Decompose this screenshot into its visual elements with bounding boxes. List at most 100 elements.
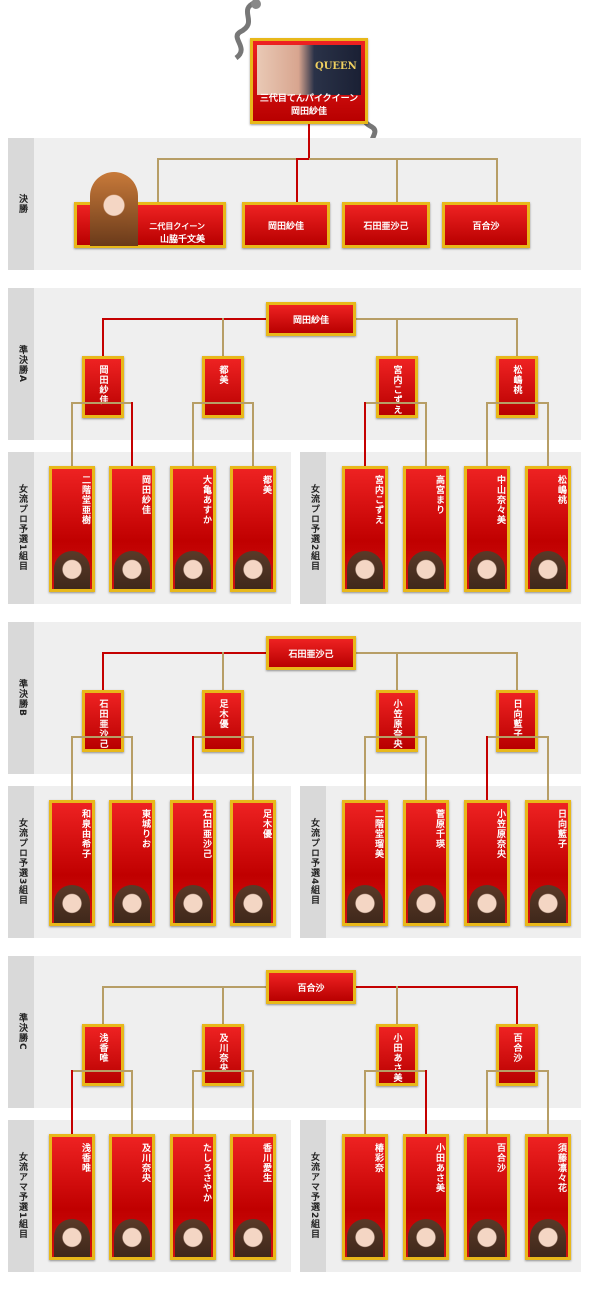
group-winner-card[interactable]: 岡田紗佳 [82, 356, 124, 418]
player-photo [175, 885, 211, 923]
player-photo [235, 1219, 271, 1257]
group-winner-card[interactable]: 浅香唯 [82, 1024, 124, 1086]
player-name: 都美 [261, 475, 271, 495]
player-photo [347, 551, 383, 589]
group-winner-card[interactable]: 小笠原奈央 [376, 690, 418, 752]
player-photo [408, 1219, 444, 1257]
champion-photo [257, 45, 361, 95]
player-card[interactable]: 東城りお [109, 800, 155, 926]
player-photo [530, 1219, 566, 1257]
group-label-cell: 女流アマ予選1組目 [8, 1120, 34, 1272]
group-label: 女流アマ予選2組目 [308, 1152, 319, 1240]
final-player-photo [90, 172, 138, 246]
player-photo [530, 551, 566, 589]
player-card[interactable]: 岡田紗佳 [109, 466, 155, 592]
player-card[interactable]: たしろさやか [170, 1134, 216, 1260]
player-card[interactable]: 高宮まり [403, 466, 449, 592]
final-player-title: 二代目クイーン [149, 222, 205, 231]
player-card[interactable]: 中山奈々美 [464, 466, 510, 592]
final-player-name: 岡田紗佳 [267, 221, 304, 232]
player-name: 小笠原奈央 [495, 809, 505, 859]
player-name: 二階堂瑠美 [373, 809, 383, 859]
semifinal-label-cell: 準決勝C [8, 956, 34, 1108]
final-player-name: 石田亜沙己 [363, 221, 409, 232]
group-label-cell: 女流プロ予選2組目 [300, 452, 326, 604]
player-card[interactable]: 二階堂亜樹 [49, 466, 95, 592]
champion-card[interactable]: QUEEN 三代目てんパイクイーン 岡田紗佳 [250, 38, 368, 124]
player-card[interactable]: 石田亜沙己 [170, 800, 216, 926]
player-name: 足木優 [261, 809, 271, 839]
player-card[interactable]: 二階堂瑠美 [342, 800, 388, 926]
player-photo [175, 1219, 211, 1257]
player-card[interactable]: 浅香唯 [49, 1134, 95, 1260]
champion-title: 三代目てんパイクイーン [259, 94, 359, 104]
player-photo [114, 885, 150, 923]
player-name: 小田あさ美 [434, 1143, 444, 1193]
semifinal-winner-card[interactable]: 百合沙 [266, 970, 356, 1004]
group-label-cell: 女流プロ予選4組目 [300, 786, 326, 938]
group-label: 女流アマ予選1組目 [16, 1152, 27, 1240]
group-label: 女流プロ予選4組目 [308, 818, 319, 906]
group-winner-card[interactable]: 日向藍子 [496, 690, 538, 752]
player-photo [347, 885, 383, 923]
player-name: 菅原千瑛 [434, 809, 444, 849]
group-winner-card[interactable]: 及川奈央 [202, 1024, 244, 1086]
group-winner-card[interactable]: 都美 [202, 356, 244, 418]
player-name: 中山奈々美 [495, 475, 505, 525]
player-card[interactable]: 小笠原奈央 [464, 800, 510, 926]
player-card[interactable]: 須藤凛々花 [525, 1134, 571, 1260]
player-name: 宮内こずえ [373, 475, 383, 525]
group-winner-card[interactable]: 足木優 [202, 690, 244, 752]
player-card[interactable]: 百合沙 [464, 1134, 510, 1260]
group-winner-card[interactable]: 宮内こずえ [376, 356, 418, 418]
group-winner-card[interactable]: 石田亜沙己 [82, 690, 124, 752]
player-photo [347, 1219, 383, 1257]
player-photo [54, 885, 90, 923]
player-card[interactable]: 菅原千瑛 [403, 800, 449, 926]
semifinal-winner-card[interactable]: 岡田紗佳 [266, 302, 356, 336]
player-card[interactable]: 大亀あすか [170, 466, 216, 592]
player-card[interactable]: 及川奈央 [109, 1134, 155, 1260]
player-name: 石田亜沙己 [201, 809, 211, 859]
player-name: 浅香唯 [80, 1143, 90, 1173]
player-card[interactable]: 都美 [230, 466, 276, 592]
group-winner-card[interactable]: 百合沙 [496, 1024, 538, 1086]
final-player-card[interactable]: 百合沙 [442, 202, 530, 248]
final-player-card[interactable]: 岡田紗佳 [242, 202, 330, 248]
player-card[interactable]: 椿彩奈 [342, 1134, 388, 1260]
player-card[interactable]: 和泉由希子 [49, 800, 95, 926]
player-name: 岡田紗佳 [140, 475, 150, 515]
player-photo [175, 551, 211, 589]
group-winner-card[interactable]: 小田あさ美 [376, 1024, 418, 1086]
player-card[interactable]: 日向藍子 [525, 800, 571, 926]
player-photo [54, 1219, 90, 1257]
player-card[interactable]: 宮内こずえ [342, 466, 388, 592]
player-card[interactable]: 小田あさ美 [403, 1134, 449, 1260]
semifinal-winner-card[interactable]: 石田亜沙己 [266, 636, 356, 670]
player-name: 須藤凛々花 [556, 1143, 566, 1193]
final-player-card[interactable]: 石田亜沙己 [342, 202, 430, 248]
player-name: 二階堂亜樹 [80, 475, 90, 525]
semifinal-label: 準決勝A [16, 345, 27, 383]
semifinal-label: 準決勝B [16, 679, 27, 717]
player-photo [408, 551, 444, 589]
player-name: 東城りお [140, 809, 150, 849]
player-card[interactable]: 足木優 [230, 800, 276, 926]
final-player-name: 山脇千文美 [159, 235, 205, 245]
player-name: 大亀あすか [201, 475, 211, 525]
player-card[interactable]: 香川愛生 [230, 1134, 276, 1260]
player-name: 香川愛生 [261, 1143, 271, 1183]
player-name: 高宮まり [434, 475, 444, 515]
final-player-name: 百合沙 [472, 221, 500, 232]
queen-logo: QUEEN [315, 61, 357, 72]
player-photo [469, 1219, 505, 1257]
group-label: 女流プロ予選3組目 [16, 818, 27, 906]
player-name: 松嶋桃 [556, 475, 566, 505]
group-winner-card[interactable]: 松嶋桃 [496, 356, 538, 418]
final-label-cell: 決勝 [8, 138, 34, 270]
group-label-cell: 女流プロ予選3組目 [8, 786, 34, 938]
final-label: 決勝 [16, 194, 27, 214]
player-photo [408, 885, 444, 923]
player-card[interactable]: 松嶋桃 [525, 466, 571, 592]
semifinal-label-cell: 準決勝B [8, 622, 34, 774]
